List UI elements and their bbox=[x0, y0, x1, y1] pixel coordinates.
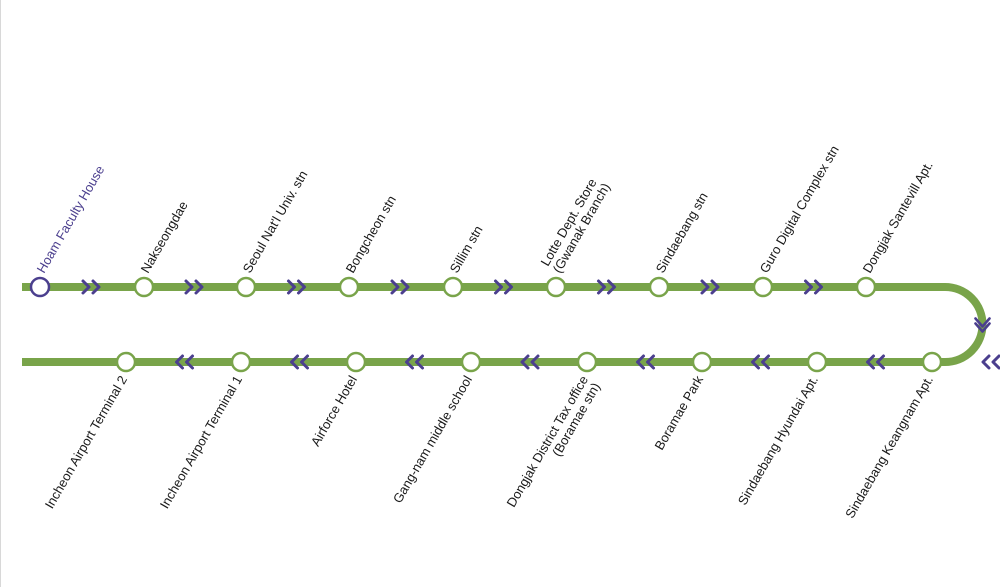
double-chevron-right-icon bbox=[287, 279, 306, 295]
station-label-line: Sindaebang Hyundai Apt. bbox=[735, 373, 821, 508]
station-circle-icon[interactable] bbox=[752, 276, 774, 298]
station-circle-icon[interactable] bbox=[442, 276, 464, 298]
station-label-line: Guro Digital Complex stn bbox=[757, 143, 842, 276]
station-label-line: Sillim stn bbox=[447, 223, 486, 276]
double-chevron-left-icon bbox=[636, 354, 655, 370]
double-chevron-left-icon bbox=[405, 354, 424, 370]
station-label: Incheon Airport Terminal 2 bbox=[42, 373, 130, 511]
station-label: Bongcheon stn bbox=[343, 193, 399, 276]
station-circle-icon[interactable] bbox=[576, 351, 598, 373]
double-chevron-right-icon bbox=[390, 279, 410, 295]
station-circle-icon[interactable] bbox=[115, 351, 137, 373]
route-line bbox=[22, 283, 987, 366]
station-label-line: Gang-nam middle school bbox=[390, 373, 475, 506]
station-circle-icon[interactable] bbox=[921, 351, 943, 373]
station-circle-icon[interactable] bbox=[460, 351, 482, 373]
frame-border bbox=[0, 0, 1, 587]
station-label: Guro Digital Complex stn bbox=[757, 143, 842, 276]
station-circle-icon[interactable] bbox=[648, 276, 670, 298]
origin-station-label: Hoam Faculty House bbox=[34, 163, 108, 276]
station-label: Incheon Airport Terminal 1 bbox=[157, 373, 245, 511]
station-circle-icon[interactable] bbox=[345, 351, 367, 373]
double-chevron-left-icon bbox=[751, 354, 770, 370]
station-label: Lotte Dept. Store(Gwanak Branch) bbox=[537, 173, 613, 275]
origin-station-icon[interactable] bbox=[29, 276, 51, 298]
station-circle-icon[interactable] bbox=[691, 351, 713, 373]
station-label-line: Hoam Faculty House bbox=[34, 163, 108, 276]
double-chevron-left-icon bbox=[981, 354, 1000, 370]
double-chevron-right-icon bbox=[494, 279, 513, 295]
station-label: Sindaebang stn bbox=[653, 190, 711, 276]
station-circle-icon[interactable] bbox=[235, 276, 257, 298]
double-chevron-left-icon bbox=[290, 354, 309, 370]
station-label-line: Sindaebang Keangnam Apt. bbox=[842, 373, 936, 521]
station-label-line: Seoul Nat'l Univ. stn bbox=[240, 168, 311, 276]
station-label: Nakseongdae bbox=[138, 199, 191, 276]
station-label: Sindaebang Hyundai Apt. bbox=[735, 373, 821, 508]
station-label-line: Boramae Park bbox=[652, 373, 707, 453]
station-label-line: Sindaebang stn bbox=[653, 190, 711, 276]
station-circle-icon[interactable] bbox=[806, 351, 828, 373]
station-label-line: Incheon Airport Terminal 1 bbox=[157, 373, 245, 511]
station-label-line: Dongjak Santevill Apt. bbox=[860, 158, 936, 275]
chevron-down-icon bbox=[974, 317, 991, 333]
station-label: Seoul Nat'l Univ. stn bbox=[240, 168, 311, 276]
double-chevron-right-icon bbox=[184, 279, 204, 295]
station-circle-icon[interactable] bbox=[545, 276, 567, 298]
station-label-line: Airforce Hotel bbox=[308, 373, 360, 449]
double-chevron-left-icon bbox=[520, 354, 540, 370]
double-chevron-right-icon bbox=[81, 279, 101, 295]
station-circle-icon[interactable] bbox=[855, 276, 877, 298]
station-circle-icon[interactable] bbox=[133, 276, 155, 298]
station-label: Sillim stn bbox=[447, 223, 486, 276]
station-label-line: Bongcheon stn bbox=[343, 193, 399, 276]
station-label-line: Dongjak District Tax office bbox=[504, 373, 592, 510]
station-circle-icon[interactable] bbox=[338, 276, 360, 298]
station-label: Dongjak Santevill Apt. bbox=[860, 158, 936, 275]
double-chevron-left-icon bbox=[175, 354, 194, 370]
station-label: Boramae Park bbox=[652, 373, 707, 453]
double-chevron-right-icon bbox=[804, 279, 823, 295]
double-chevron-left-icon bbox=[866, 354, 885, 370]
double-chevron-right-icon bbox=[597, 279, 616, 295]
station-label: Sindaebang Keangnam Apt. bbox=[842, 373, 936, 521]
station-label: Airforce Hotel bbox=[308, 373, 360, 449]
station-label-line: Nakseongdae bbox=[138, 199, 191, 276]
station-label: Dongjak District Tax office(Boramae stn) bbox=[504, 373, 604, 517]
double-chevron-right-icon bbox=[700, 279, 720, 295]
station-circle-icon[interactable] bbox=[230, 351, 252, 373]
station-label-line: Incheon Airport Terminal 2 bbox=[42, 373, 130, 511]
station-label: Gang-nam middle school bbox=[390, 373, 475, 506]
